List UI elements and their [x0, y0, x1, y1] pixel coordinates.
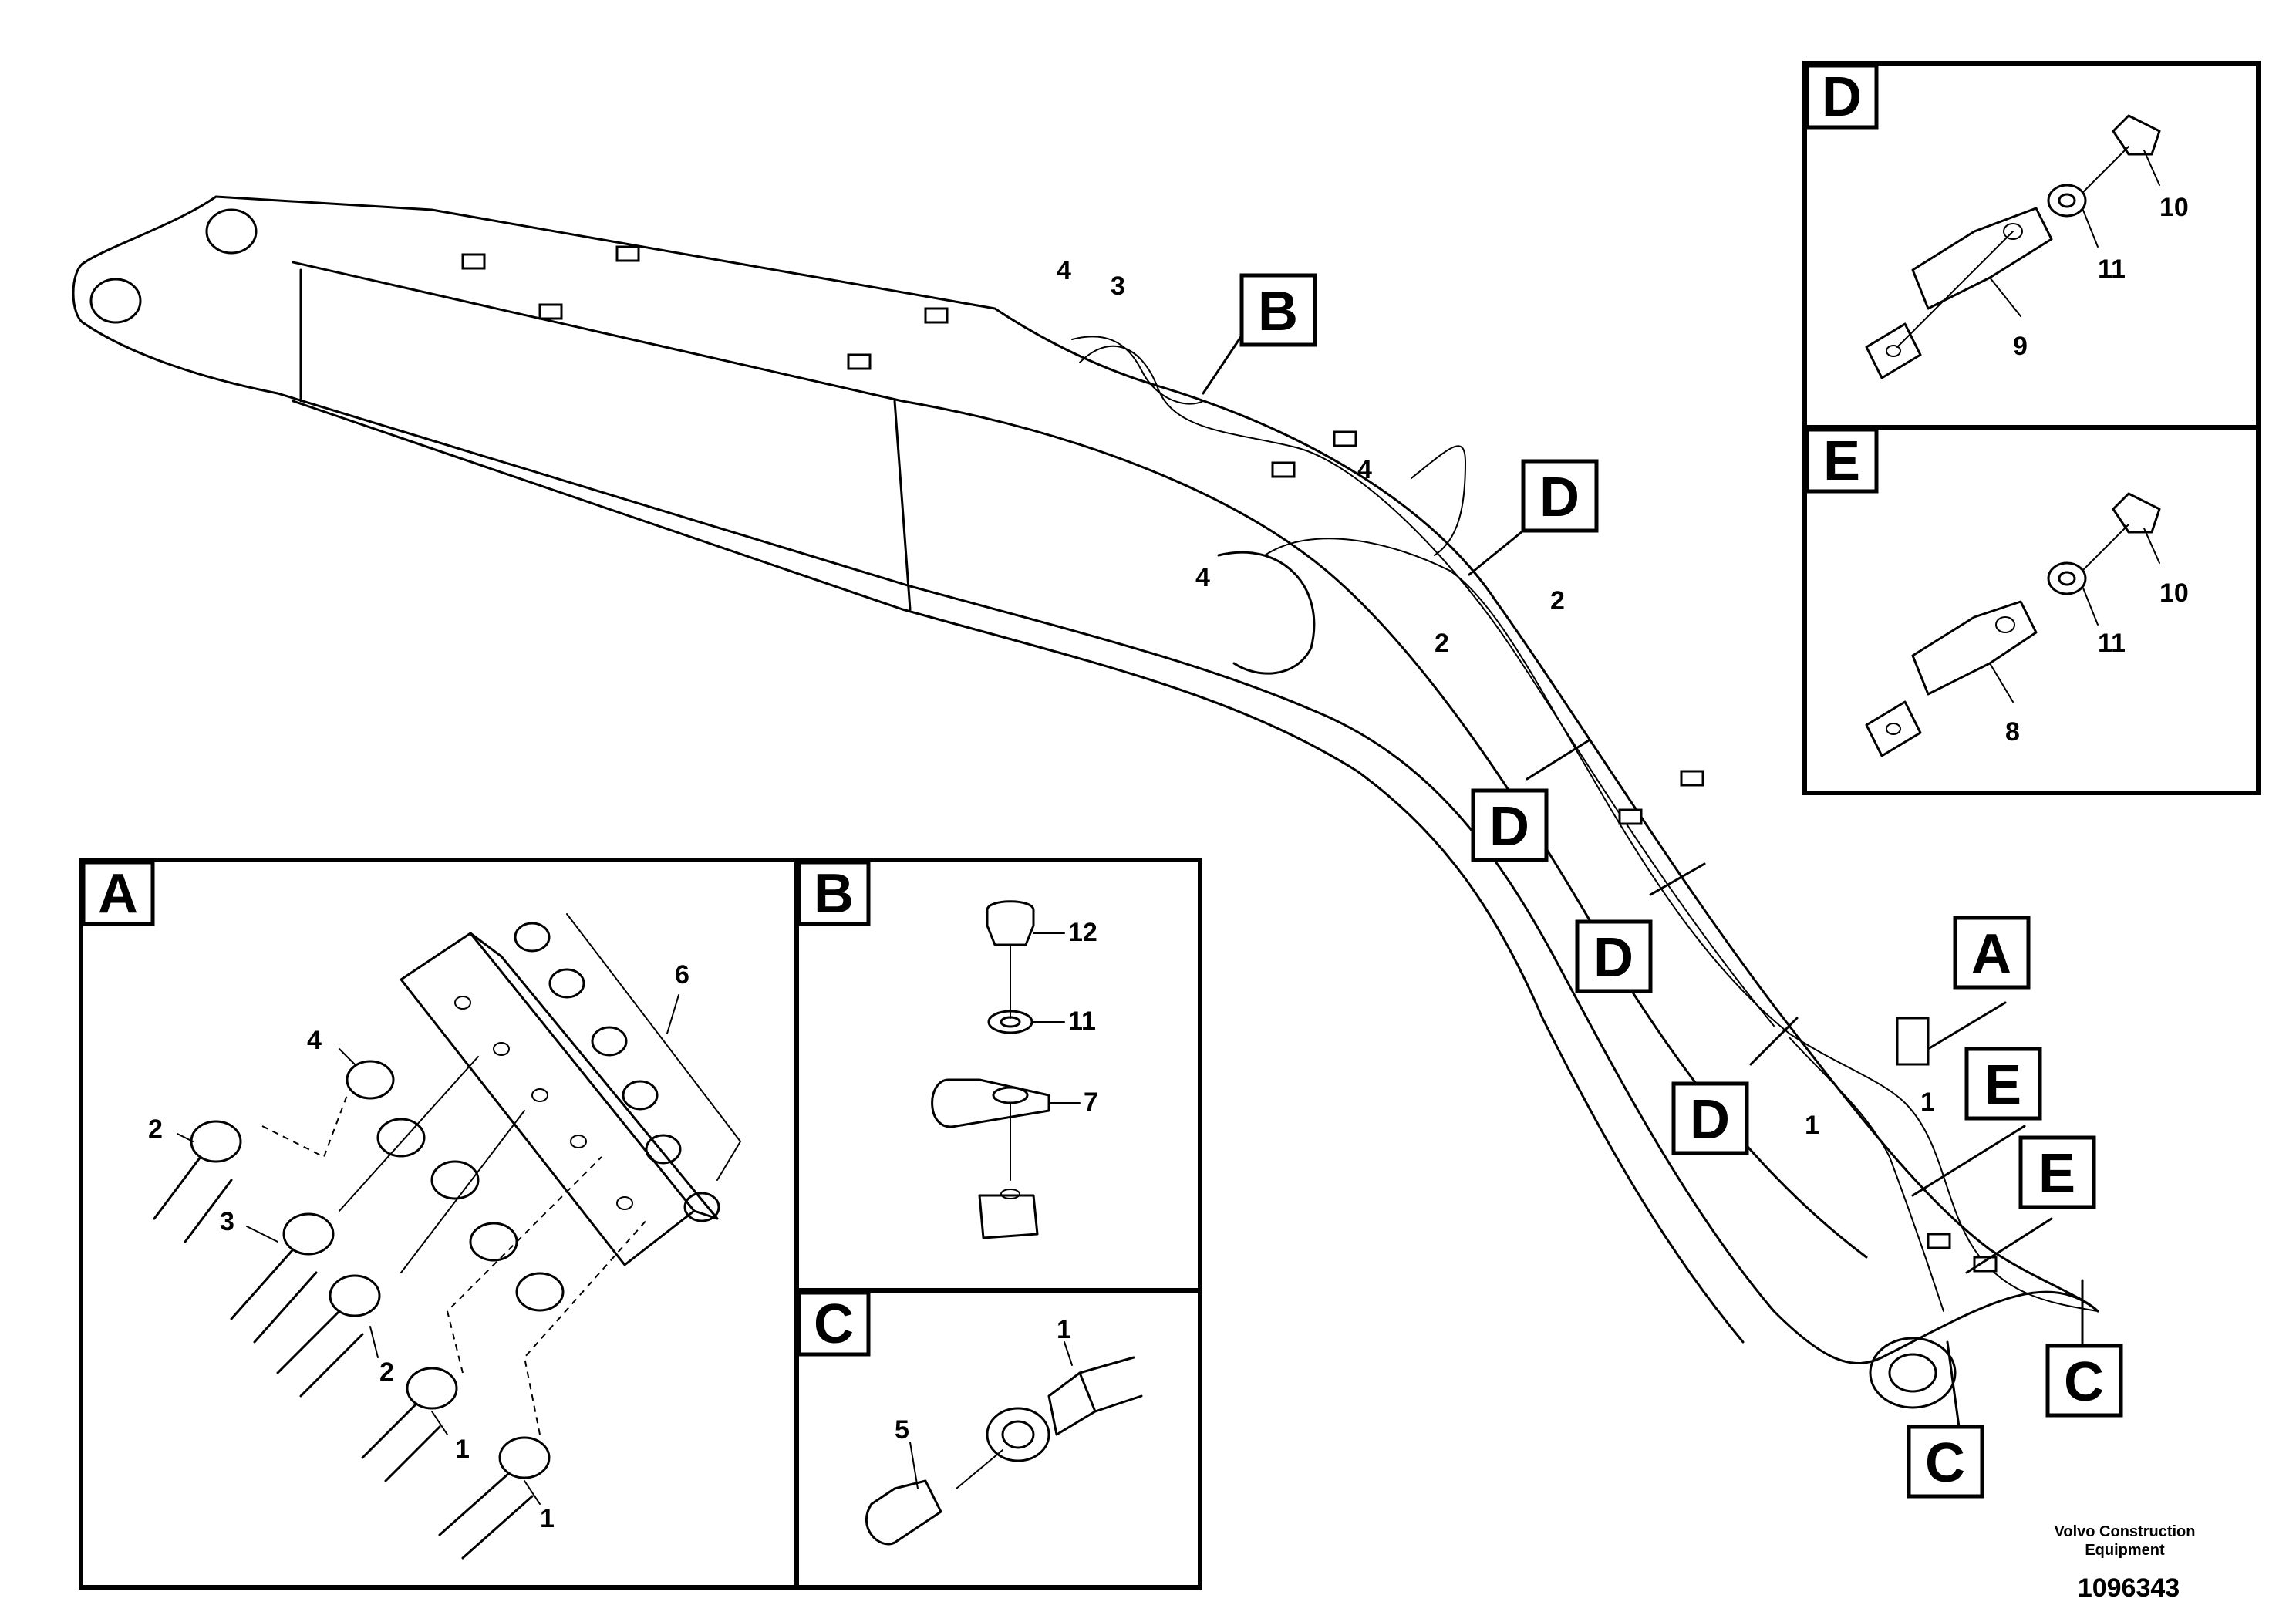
panel-b-title: B: [814, 863, 854, 925]
panel-c-label-5: 5: [895, 1415, 909, 1445]
callout-e-2: E: [2018, 1135, 2096, 1209]
detail-panel-b: B 12 11 7: [794, 858, 1202, 1293]
callout-b-main: B: [1239, 273, 1317, 347]
svg-text:C: C: [1925, 1432, 1965, 1494]
panel-d-label-9: 9: [2013, 332, 2028, 361]
panel-a-label-1-bottom: 1: [540, 1504, 555, 1533]
panel-a-label-4: 4: [307, 1026, 322, 1055]
label-3-top: 3: [1111, 271, 1125, 301]
brand-line-1: Volvo Construction: [2055, 1523, 2196, 1540]
svg-text:D: D: [1690, 1089, 1730, 1151]
panel-a-label-2-top: 2: [148, 1114, 163, 1144]
panel-c-title: C: [814, 1293, 854, 1355]
panel-a-label-2-bottom: 2: [379, 1357, 394, 1387]
callout-d-top: D: [1521, 459, 1599, 533]
svg-text:B: B: [1258, 281, 1298, 342]
callout-d-4: D: [1671, 1081, 1749, 1155]
panel-a-label-1-top: 1: [455, 1435, 470, 1464]
detail-panel-a: A: [79, 858, 799, 1590]
callout-c-right: C: [2045, 1344, 2123, 1418]
svg-text:E: E: [1984, 1054, 2021, 1116]
label-2-left: 2: [1435, 629, 1449, 658]
label-4-top: 4: [1057, 256, 1071, 285]
panel-a-title: A: [98, 863, 138, 925]
label-4-mid: 4: [1357, 455, 1372, 484]
footer-branding: Volvo Construction Equipment 1096343: [2055, 1523, 2196, 1603]
svg-text:E: E: [2038, 1143, 2075, 1205]
main-part-labels: 4 3 4 4 2 2 1 1: [1057, 256, 1935, 1140]
svg-text:D: D: [1489, 796, 1529, 858]
document-number: 1096343: [2078, 1573, 2180, 1603]
panel-d-label-11: 11: [2098, 255, 2126, 284]
label-1-left: 1: [1805, 1111, 1819, 1140]
panel-e-title: E: [1823, 430, 1860, 492]
label-1-right: 1: [1920, 1088, 1935, 1117]
callout-d-2: D: [1471, 788, 1549, 862]
callout-e-1: E: [1964, 1047, 2042, 1121]
panel-d-label-10: 10: [2159, 193, 2189, 222]
panel-a-label-3: 3: [220, 1207, 234, 1236]
label-2-right: 2: [1550, 586, 1565, 615]
detail-panel-e: E 10 11 8: [1802, 425, 2261, 795]
excavator-boom: [72, 195, 2099, 1409]
svg-text:C: C: [2064, 1351, 2104, 1413]
svg-text:A: A: [1971, 923, 2011, 985]
panel-b-label-7: 7: [1084, 1088, 1098, 1117]
panel-e-label-10: 10: [2159, 578, 2189, 608]
panel-a-label-6: 6: [675, 960, 689, 990]
panel-e-label-11: 11: [2098, 629, 2126, 658]
svg-text:D: D: [1539, 467, 1580, 528]
panel-c-label-1: 1: [1057, 1315, 1071, 1344]
callout-a-main: A: [1953, 916, 2031, 990]
label-4-left: 4: [1195, 563, 1210, 592]
detail-panel-c: C 1 5: [794, 1288, 1202, 1590]
panel-b-label-11: 11: [1068, 1007, 1096, 1036]
panel-d-title: D: [1822, 66, 1862, 128]
panel-b-label-12: 12: [1068, 918, 1097, 947]
brand-line-2: Equipment: [2085, 1542, 2165, 1559]
svg-text:D: D: [1593, 927, 1633, 989]
callout-c-bottom: C: [1907, 1425, 1984, 1499]
callout-d-3: D: [1575, 919, 1653, 993]
detail-panel-d: D 10 11 9: [1802, 61, 2261, 430]
panel-e-label-8: 8: [2005, 717, 2020, 747]
